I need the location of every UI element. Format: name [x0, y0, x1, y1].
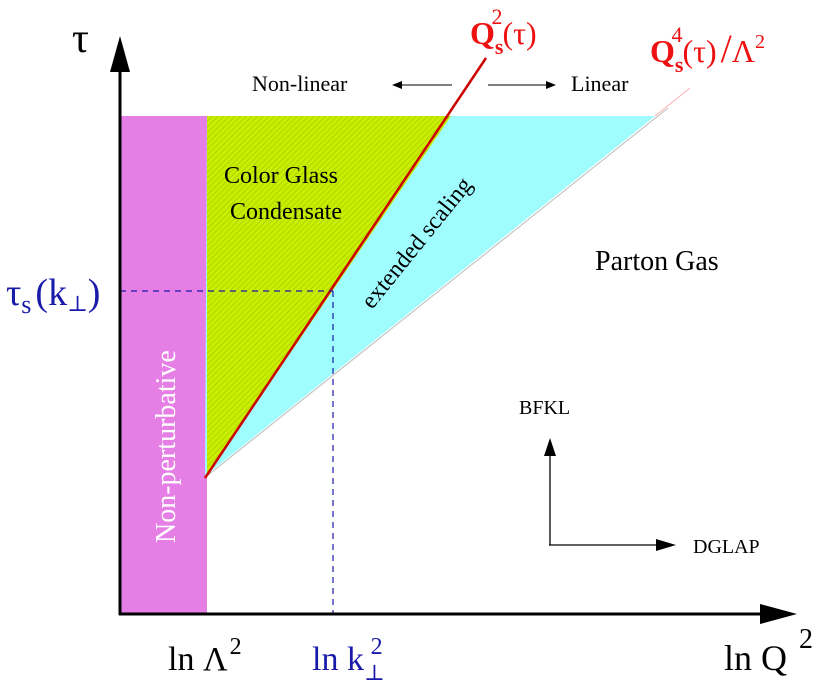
color-glass-label-line1: Color Glass: [224, 163, 338, 189]
color-glass-label-line2: Condensate: [230, 199, 342, 225]
bfkl-label: BFKL: [519, 397, 570, 419]
non-linear-arrowhead: [392, 81, 402, 89]
nonperturbative-region: [120, 116, 207, 614]
non-perturbative-label: Non-perturbative: [151, 350, 182, 543]
linear-arrowhead: [546, 81, 556, 89]
y-axis-arrowhead: [110, 36, 130, 72]
ln-k-perp-squared-label: ln k⊥2: [312, 634, 385, 681]
dglap-label: DGLAP: [693, 536, 760, 558]
scaling-boundary-line-extension: [654, 87, 691, 117]
tau-s-label: τs(k⊥): [6, 272, 100, 319]
linear-label: Linear: [571, 71, 629, 96]
scaling-boundary-line: [206, 107, 669, 477]
saturation-line: [203, 57, 488, 479]
bfkl-arrowhead: [544, 438, 556, 456]
ln-lambda-squared-label: ln Λ2: [168, 634, 242, 678]
parton-gas-label: Parton Gas: [595, 246, 719, 277]
y-axis-label: τ: [72, 16, 89, 62]
dglap-arrowhead: [656, 539, 676, 551]
x-axis-arrowhead: [760, 604, 797, 624]
scaling-boundary-label: Qs4(τ)/Λ2: [650, 22, 765, 77]
non-linear-label: Non-linear: [252, 71, 348, 96]
saturation-scale-label: Qs2(τ): [470, 4, 537, 59]
